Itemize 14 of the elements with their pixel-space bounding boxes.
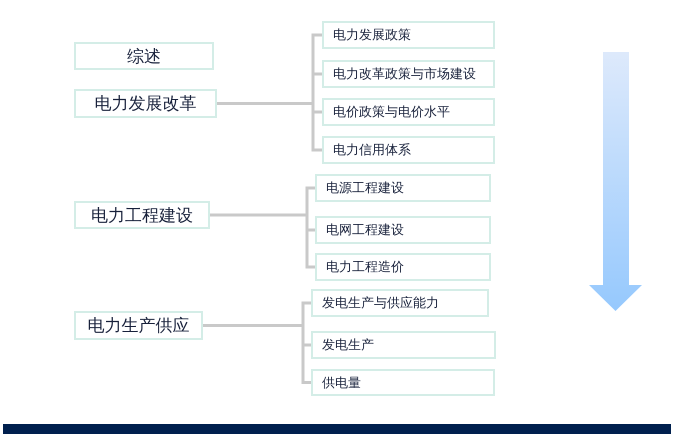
subtopic-box: 电价政策与电价水平 [322, 98, 495, 126]
topic-box: 综述 [74, 42, 214, 70]
subtopic-box: 电力信用体系 [322, 136, 495, 164]
subtopic-box: 供电量 [311, 369, 495, 396]
subtopic-box: 电力发展政策 [322, 21, 495, 49]
subtopic-box: 发电生产与供应能力 [311, 289, 489, 317]
topic-box: 电力发展改革 [74, 89, 217, 118]
subtopic-box: 电力工程造价 [315, 253, 491, 281]
subtopic-box: 发电生产 [311, 331, 496, 359]
topic-box: 电力工程建设 [74, 201, 210, 229]
topic-box: 电力生产供应 [74, 311, 203, 340]
subtopic-box: 电源工程建设 [315, 174, 491, 202]
subtopic-box: 电网工程建设 [315, 216, 491, 244]
subtopic-box: 电力改革政策与市场建设 [322, 60, 495, 88]
